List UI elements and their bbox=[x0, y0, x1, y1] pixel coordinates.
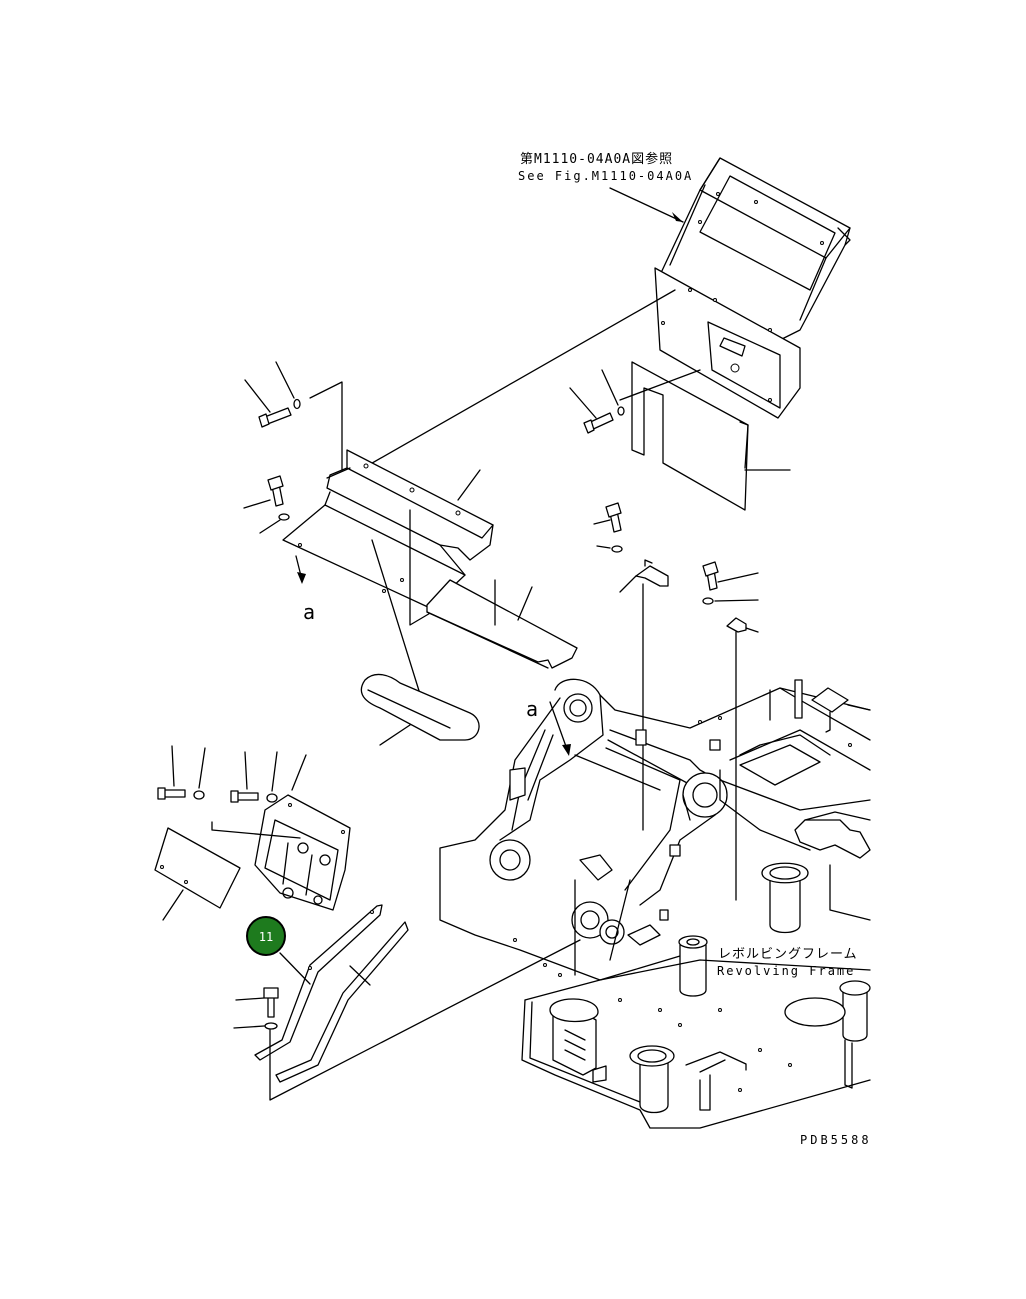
drawing-code: PDB5588 bbox=[800, 1133, 872, 1147]
revolving-frame-label-english: Revolving Frame bbox=[717, 964, 855, 978]
bolt-center-upper bbox=[593, 502, 623, 553]
bolt-upper-left bbox=[244, 361, 301, 428]
access-cover-plate bbox=[211, 754, 351, 911]
clip-bracket-center bbox=[619, 559, 669, 831]
vertical-leader-1 bbox=[409, 509, 433, 626]
callout-11[interactable]: 11 bbox=[246, 916, 311, 985]
handrail-bar bbox=[254, 904, 383, 1061]
vertical-leader-2 bbox=[371, 539, 426, 711]
bolt-left-vertical bbox=[243, 475, 290, 534]
bolt-lower-left-1 bbox=[157, 745, 186, 800]
view-marker-a-left: a bbox=[303, 600, 315, 624]
mounting-bracket-angle bbox=[326, 449, 494, 561]
rubber-foot-pad bbox=[360, 673, 480, 746]
figure-reference-japanese: 第M1110-04A0A図参照 bbox=[520, 151, 673, 167]
callout-11-bubble[interactable] bbox=[246, 916, 286, 956]
floor-plate-left bbox=[282, 491, 466, 609]
cover-plate-small bbox=[154, 827, 241, 921]
assembly-leader-1 bbox=[359, 289, 676, 471]
bolt-handrail bbox=[233, 987, 279, 1030]
bolt-center-right bbox=[702, 561, 759, 605]
assembly-leader-2 bbox=[619, 369, 701, 401]
rear-cover-panel bbox=[654, 267, 801, 419]
handrail-assembly-leader bbox=[269, 939, 581, 1101]
view-arrow-center bbox=[549, 701, 571, 756]
reference-leader bbox=[609, 187, 684, 223]
handrail-bar-lower bbox=[275, 921, 409, 1083]
revolving-frame bbox=[439, 678, 871, 1129]
side-cover-plate bbox=[631, 361, 791, 511]
support-bracket-leader bbox=[309, 381, 343, 471]
clip-bracket-right bbox=[726, 617, 759, 901]
bolt-lower-left-2 bbox=[230, 751, 259, 803]
revolving-frame-label-japanese: レボルビングフレーム bbox=[718, 947, 858, 962]
view-arrow-left bbox=[295, 555, 306, 584]
washer-lower-left-2 bbox=[266, 751, 278, 803]
foot-block-slab bbox=[426, 579, 578, 669]
bolt-side-cover bbox=[569, 369, 625, 434]
washer-lower-left-1 bbox=[193, 747, 206, 800]
figure-reference-english: See Fig.M1110-04A0A bbox=[518, 169, 693, 183]
view-marker-a-center: a bbox=[526, 697, 538, 721]
callout-11-number: 11 bbox=[259, 930, 273, 944]
